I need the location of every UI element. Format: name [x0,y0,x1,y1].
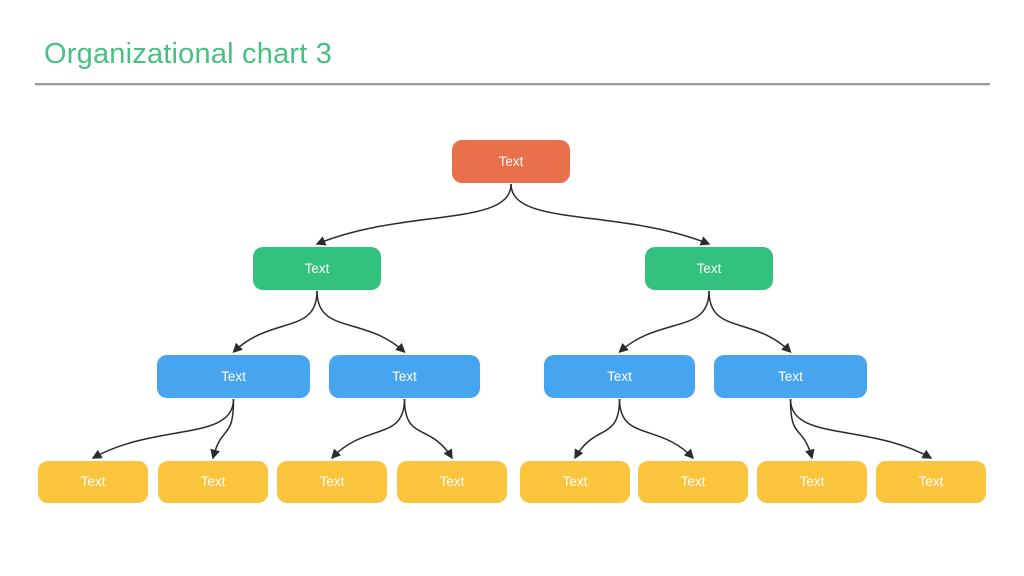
connector-n6-n12 [574,398,621,460]
connector-n3-n7 [708,290,792,354]
connector-n5-n10 [331,398,406,460]
org-node-label: Text [319,474,345,490]
org-node-n11-level4: Text [397,461,507,503]
org-node-label: Text [799,474,825,490]
org-node-n10-level4: Text [277,461,387,503]
org-node-n7-level3: Text [714,355,867,398]
org-node-label: Text [439,474,465,490]
org-node-label: Text [778,368,803,384]
org-node-n5-level3: Text [329,355,480,398]
title-divider [35,83,990,85]
org-node-n13-level4: Text [638,461,748,503]
org-node-label: Text [696,260,722,276]
connector-n7-n14 [789,398,815,460]
connector-n1-n2 [315,183,512,246]
org-node-label: Text [221,368,246,384]
org-node-label: Text [680,474,706,490]
org-node-n4-level3: Text [157,355,310,398]
org-node-label: Text [304,260,330,276]
connector-n4-n9 [210,398,235,460]
org-node-n15-level4: Text [876,461,986,503]
connector-n2-n4 [232,290,318,354]
org-node-n1-level1: Text [452,140,570,183]
connector-n4-n8 [91,398,235,459]
org-node-n8-level4: Text [38,461,148,503]
org-node-n3-level2: Text [645,247,773,290]
connector-edges [91,183,933,460]
org-node-label: Text [918,474,944,490]
org-node-label: Text [80,474,106,490]
org-node-n6-level3: Text [544,355,695,398]
org-node-n12-level4: Text [520,461,630,503]
org-node-label: Text [562,474,588,490]
org-node-n2-level2: Text [253,247,381,290]
connector-n7-n15 [789,398,933,459]
org-node-n14-level4: Text [757,461,867,503]
connector-n1-n3 [510,183,711,246]
org-node-label: Text [200,474,226,490]
org-node-label: Text [392,368,417,384]
slide-title: Organizational chart 3 [44,38,333,70]
org-node-label: Text [498,153,524,169]
connector-n6-n13 [618,398,694,460]
connector-n2-n5 [316,290,406,353]
org-node-n9-level4: Text [158,461,268,503]
connector-n3-n6 [618,290,710,353]
connector-n5-n11 [403,398,453,460]
org-node-label: Text [607,368,632,384]
